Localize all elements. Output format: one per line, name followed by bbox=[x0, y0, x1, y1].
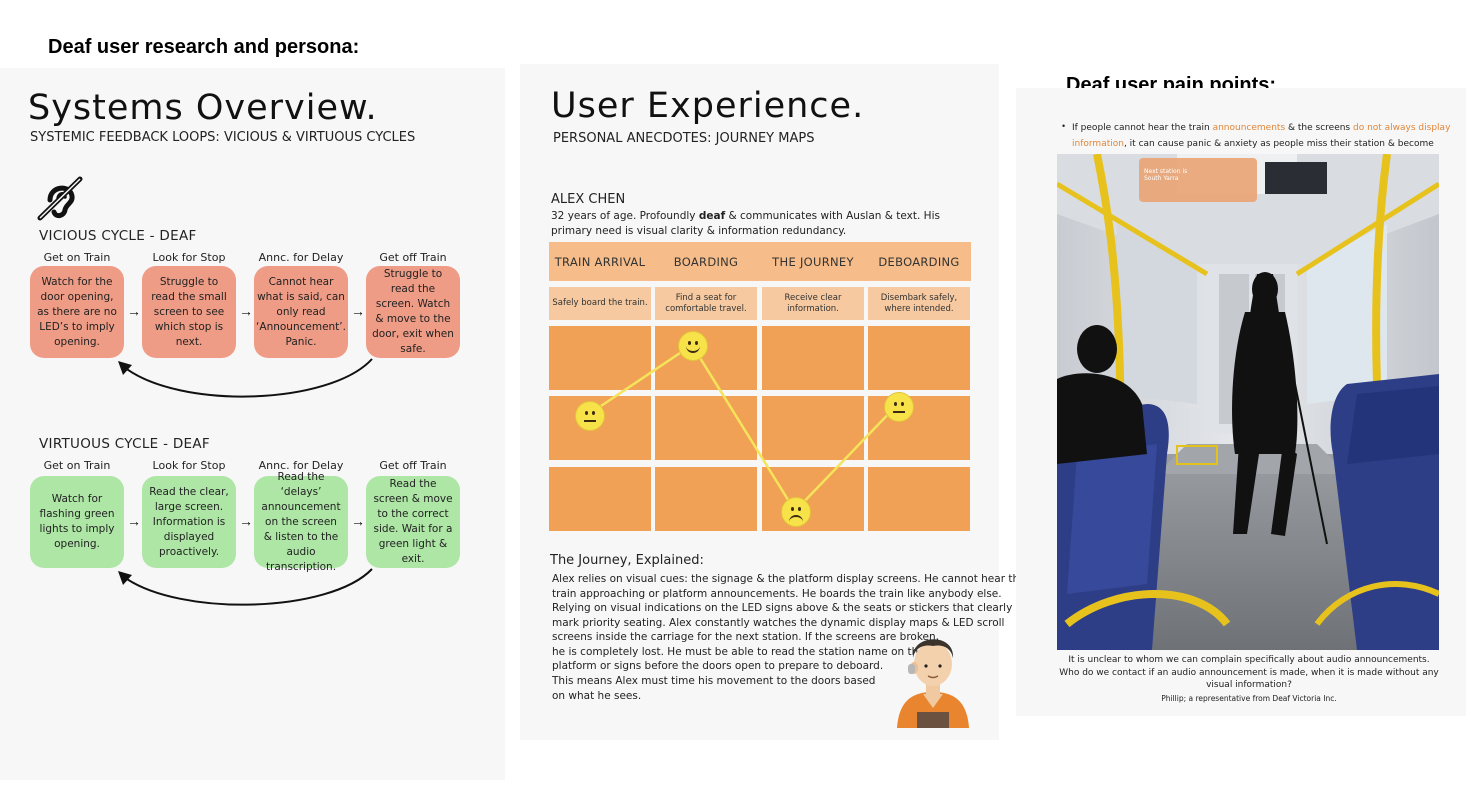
hearing-impaired-icon bbox=[37, 176, 83, 221]
arrow-right-icon: → bbox=[351, 303, 365, 319]
bullet-dot: • bbox=[1062, 121, 1066, 131]
virtuous-step-box: Watch for flashing green lights to imply… bbox=[30, 476, 124, 568]
station-sign-line: Next station is bbox=[1144, 168, 1188, 175]
quote-attribution: Phillip; a representative from Deaf Vict… bbox=[1161, 694, 1337, 703]
stage-header: THE JOURNEY bbox=[762, 242, 864, 281]
ux-title: User Experience. bbox=[551, 86, 865, 126]
journey-line: Alex relies on visual cues: the signage … bbox=[552, 573, 1026, 585]
journey-line: mark priority seating. Alex constantly w… bbox=[552, 617, 1005, 629]
emotion-grid-cell bbox=[762, 326, 864, 390]
station-sign-line: South Yarra bbox=[1144, 175, 1179, 182]
vicious-step-box: Struggle to read the small screen to see… bbox=[142, 266, 236, 358]
systems-overview-panel bbox=[0, 68, 505, 780]
arrow-right-icon: → bbox=[239, 513, 253, 529]
stage-goal: Disembark safely, where intended. bbox=[868, 287, 970, 320]
journey-line: he is completely lost. He must be able t… bbox=[552, 646, 925, 658]
journey-line: screens inside the carriage for the next… bbox=[552, 631, 939, 643]
systems-title: Systems Overview. bbox=[28, 88, 378, 128]
emotion-grid-cell bbox=[762, 396, 864, 460]
return-arrow-icon bbox=[118, 358, 373, 398]
train-interior-photo bbox=[1057, 154, 1439, 650]
stage-header: DEBOARDING bbox=[868, 242, 970, 281]
emotion-grid-cell bbox=[868, 326, 970, 390]
vicious-step-box: Watch for the door opening, as there are… bbox=[30, 266, 124, 358]
virtuous-cycle-title: VIRTUOUS CYCLE - DEAF bbox=[39, 436, 210, 452]
neutral-face-icon bbox=[575, 401, 605, 431]
persona-illustration bbox=[897, 639, 969, 728]
return-arrow-icon bbox=[118, 568, 373, 606]
journey-line: Relying on visual indications on the LED… bbox=[552, 602, 1013, 614]
station-sign: Next station is South Yarra bbox=[1144, 168, 1187, 182]
stage-goal: Safely board the train. bbox=[549, 287, 651, 320]
journey-line: platform or signs before the doors open … bbox=[552, 660, 884, 672]
arrow-right-icon: → bbox=[127, 303, 141, 319]
vicious-step-box: Cannot hear what is said, can only read … bbox=[254, 266, 348, 358]
virtuous-step-label: Get off Train bbox=[379, 459, 447, 472]
ux-subtitle: PERSONAL ANECDOTES: JOURNEY MAPS bbox=[553, 131, 815, 146]
research-heading: Deaf user research and persona: bbox=[48, 36, 360, 58]
arrow-right-icon: → bbox=[239, 303, 253, 319]
virtuous-step-box: Read the screen & move to the correct si… bbox=[366, 476, 460, 568]
arrow-right-icon: → bbox=[351, 513, 365, 529]
vicious-step-label: Look for Stop bbox=[152, 251, 226, 264]
emotion-grid-cell bbox=[762, 467, 864, 531]
smiley-face-icon bbox=[678, 331, 708, 361]
vicious-step-label: Annc. for Delay bbox=[258, 251, 344, 264]
pain-quote: It is unclear to whom we can complain sp… bbox=[1059, 655, 1439, 690]
vicious-step-label: Get on Train bbox=[43, 251, 111, 264]
emotion-curve-line bbox=[588, 343, 898, 514]
virtuous-step-label: Annc. for Delay bbox=[258, 459, 344, 472]
vicious-step-box: Struggle to read the screen. Watch & mov… bbox=[366, 266, 460, 358]
arrow-right-icon: → bbox=[127, 513, 141, 529]
stage-header: TRAIN ARRIVAL bbox=[549, 242, 651, 281]
journey-line: This means Alex must time his movement t… bbox=[552, 675, 876, 687]
virtuous-step-box: Read the ‘delays’ announcement on the sc… bbox=[254, 471, 348, 573]
emotion-grid-cell bbox=[655, 467, 757, 531]
journey-title: The Journey, Explained: bbox=[550, 553, 704, 568]
emotion-grid-cell bbox=[549, 467, 651, 531]
neutral-face-icon bbox=[884, 392, 914, 422]
persona-description: 32 years of age. Profoundly deaf & commu… bbox=[551, 210, 940, 237]
stage-header: BOARDING bbox=[655, 242, 757, 281]
emotion-grid-cell bbox=[549, 326, 651, 390]
journey-line: train approaching or platform announceme… bbox=[552, 588, 1002, 600]
emotion-grid-cell bbox=[868, 467, 970, 531]
emotion-grid-cell bbox=[655, 396, 757, 460]
persona-name: ALEX CHEN bbox=[551, 192, 626, 207]
journey-line: on what he sees. bbox=[552, 690, 642, 702]
stage-goal: Find a seat for comfortable travel. bbox=[655, 287, 757, 320]
systems-subtitle: SYSTEMIC FEEDBACK LOOPS: VICIOUS & VIRTU… bbox=[30, 130, 416, 145]
vicious-step-label: Get off Train bbox=[379, 251, 447, 264]
vicious-cycle-title: VICIOUS CYCLE - DEAF bbox=[39, 228, 197, 244]
virtuous-step-box: Read the clear, large screen. Informatio… bbox=[142, 476, 236, 568]
virtuous-step-label: Get on Train bbox=[43, 459, 111, 472]
sad-face-icon bbox=[781, 497, 811, 527]
stage-goal: Receive clear information. bbox=[762, 287, 864, 320]
virtuous-step-label: Look for Stop bbox=[152, 459, 226, 472]
